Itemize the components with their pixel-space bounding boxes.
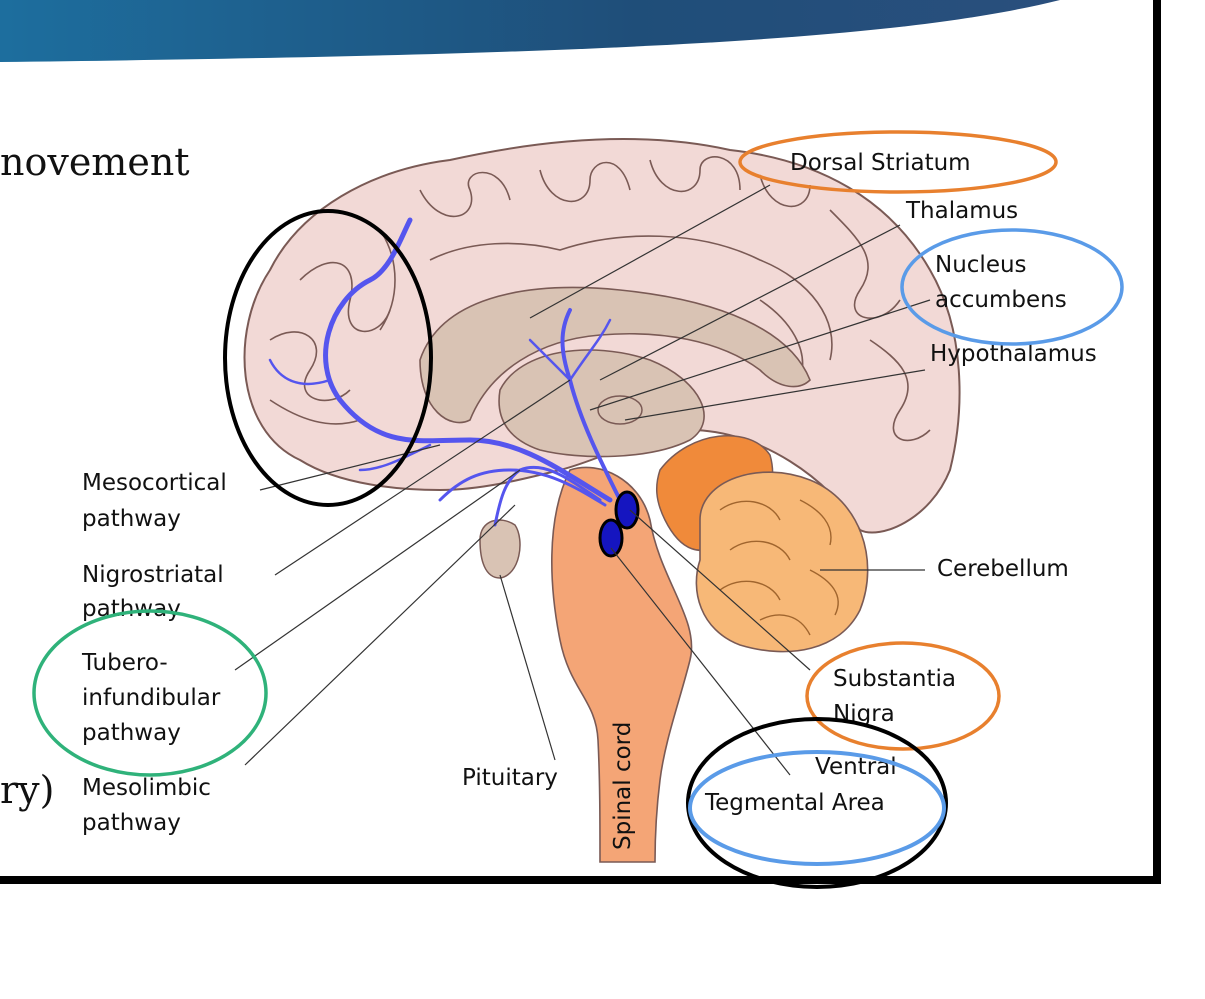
brainstem bbox=[551, 466, 693, 863]
mesocortical-pathway bbox=[323, 217, 613, 503]
label-mesocortical-2: pathway bbox=[82, 506, 181, 532]
vta-nucleus-1 bbox=[614, 490, 640, 530]
label-nucleus-2: accumbens bbox=[935, 287, 1067, 313]
leader-lines bbox=[234, 184, 931, 776]
circle-substantia-nigra bbox=[805, 641, 1001, 751]
circle-nucleus-accumbens bbox=[900, 228, 1124, 346]
label-nucleus-1: Nucleus bbox=[935, 252, 1027, 278]
label-nigrostriatal-2: pathway bbox=[82, 596, 181, 622]
label-vta-2: Tegmental Area bbox=[704, 790, 885, 816]
dopamine-pathways bbox=[268, 217, 622, 527]
circle-vta-blue bbox=[688, 750, 946, 866]
label-nigrostriatal-1: Nigrostriatal bbox=[82, 562, 224, 588]
hypothalamus-shape bbox=[597, 395, 643, 425]
label-mesolimbic-2: pathway bbox=[82, 810, 181, 836]
label-dorsal-striatum: Dorsal Striatum bbox=[790, 150, 971, 176]
circle-vta-black bbox=[686, 717, 948, 889]
label-substantia-1: Substantia bbox=[833, 666, 956, 692]
label-tubero-1: Tubero- bbox=[81, 650, 168, 676]
cerebellum-folds bbox=[719, 499, 839, 636]
label-tubero-2: infundibular bbox=[82, 685, 221, 711]
highlight-circles bbox=[32, 130, 1124, 889]
label-pituitary: Pituitary bbox=[462, 765, 558, 791]
nigrostriatal-pathway bbox=[560, 308, 622, 502]
mesolimbic-pathway bbox=[438, 468, 607, 507]
brain-illustration: Spinal cord bbox=[243, 138, 961, 863]
circle-mesocortical bbox=[223, 209, 433, 507]
slide-text-top-left: novement bbox=[0, 140, 190, 184]
circle-tubero bbox=[32, 609, 268, 777]
label-tubero-3: pathway bbox=[82, 720, 181, 746]
label-vta-1: Ventral bbox=[815, 754, 897, 780]
vta-nucleus-2 bbox=[598, 518, 624, 558]
labels: Dorsal Striatum Thalamus Nucleus accumbe… bbox=[81, 150, 1097, 836]
image-frame bbox=[0, 0, 1161, 884]
label-cerebellum: Cerebellum bbox=[937, 556, 1069, 582]
label-thalamus: Thalamus bbox=[905, 198, 1018, 224]
pituitary-shape bbox=[479, 519, 521, 579]
label-mesolimbic-1: Mesolimbic bbox=[82, 775, 211, 801]
label-mesocortical-1: Mesocortical bbox=[82, 470, 227, 496]
slide-banner bbox=[0, 0, 1060, 62]
slide-text-bottom-left: ry) bbox=[0, 768, 54, 812]
label-spinal-cord: Spinal cord bbox=[610, 722, 636, 850]
circle-dorsal-striatum bbox=[738, 130, 1058, 194]
gyri-lines bbox=[269, 156, 931, 442]
